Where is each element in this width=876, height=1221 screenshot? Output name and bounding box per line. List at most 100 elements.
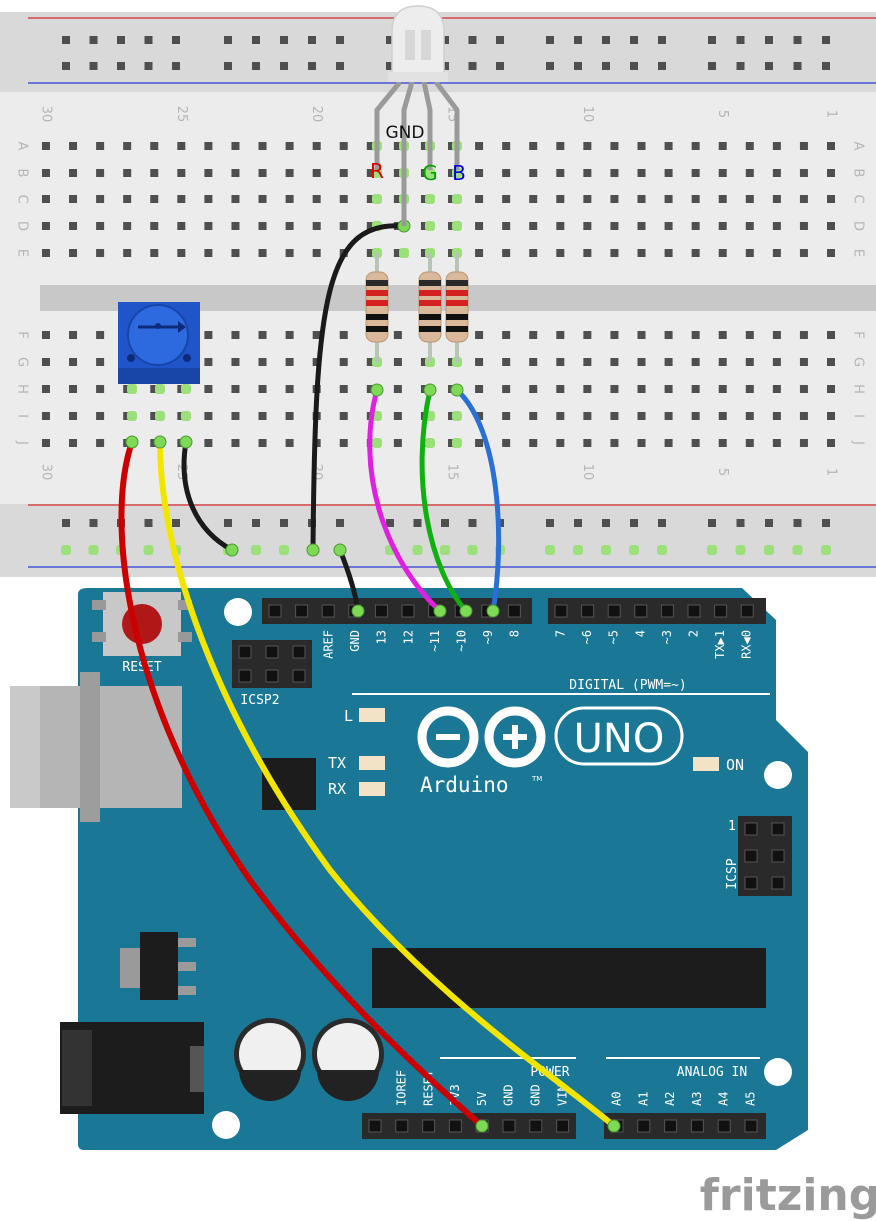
power-pin[interactable] [448,1119,462,1133]
bb-hole [799,195,808,203]
icsp2-pin[interactable] [238,645,252,659]
digital-pin[interactable] [401,604,415,618]
rail-hole-connected [629,545,639,555]
analog-pin[interactable] [744,1119,758,1133]
bb-hole [637,385,646,393]
digital-pin[interactable] [660,604,674,618]
bb-hole [285,222,294,230]
microcontroller-chip [372,948,766,1008]
bb-hole [772,331,781,339]
wire-black-pot[interactable] [181,439,235,553]
rail-hole [574,519,582,527]
bb-hole [231,385,240,393]
rail-hole [441,36,449,44]
row-letter: D [15,221,30,231]
icsp2-pin[interactable] [292,669,306,683]
pin-label: GND [529,1084,543,1106]
icsp-pin[interactable] [771,849,785,863]
bb-hole [556,142,565,150]
digital-pin[interactable] [295,604,309,618]
rail-hole [89,36,98,44]
column-number-top: 1 [824,110,839,118]
wire-red[interactable] [118,439,485,1129]
bb-hole [556,439,565,447]
icsp2-pin[interactable] [238,669,252,683]
row-letter: G [15,357,30,367]
bb-hole [312,142,321,150]
reset-button[interactable] [122,604,162,644]
bb-hole [827,222,835,230]
icsp2-pin[interactable] [265,645,279,659]
analog-pin[interactable] [690,1119,704,1133]
icsp-pin[interactable] [744,822,758,836]
icsp-pin[interactable] [744,876,758,890]
icsp-label: ICSP [725,858,740,889]
icsp2-pin[interactable] [292,645,306,659]
wire-black-gnd[interactable] [310,223,407,553]
wire-end [351,604,365,618]
wire-yellow[interactable] [157,439,617,1129]
bb-hole [258,331,267,339]
wire-green[interactable] [419,387,469,614]
power-pin[interactable] [395,1119,409,1133]
icsp-pin[interactable] [771,876,785,890]
rail-hole-connected [764,545,774,555]
power-pin[interactable] [556,1119,570,1133]
column-number-bottom: 15 [445,464,460,481]
bb-hole [583,331,592,339]
digital-pin[interactable] [634,604,648,618]
icsp-pin[interactable] [771,822,785,836]
digital-pin[interactable] [607,604,621,618]
rail-hole [144,36,153,44]
power-pin[interactable] [422,1119,436,1133]
pin-label: ~11 [428,630,442,652]
rail-hole [336,519,344,527]
digital-pin[interactable] [687,604,701,618]
power-pin[interactable] [502,1119,516,1133]
bb-hole [204,331,213,339]
digital-pin[interactable] [581,604,595,618]
rail-hole [708,62,716,70]
digital-pin[interactable] [740,604,754,618]
digital-pin[interactable] [714,604,728,618]
row-letter: I [15,414,30,418]
rail-hole [736,62,745,70]
rail-hole [386,62,394,70]
bb-hole [475,412,484,420]
bb-hole [745,195,754,203]
rail-hole [822,36,830,44]
icsp2-pin[interactable] [265,669,279,683]
capacitor-1 [234,1018,306,1101]
icsp-pin[interactable] [744,849,758,863]
analog-pin[interactable] [664,1119,678,1133]
bb-hole [420,169,429,177]
rail-hole-connected [88,545,99,555]
digital-pin[interactable] [268,604,282,618]
power-pin[interactable] [368,1119,382,1133]
bb-hole [366,142,375,150]
potentiometer[interactable] [118,302,200,384]
bb-hole [664,385,673,393]
digital-pin[interactable] [374,604,388,618]
resistor [418,271,442,343]
row-letter: C [15,194,30,203]
rail-hole [708,36,716,44]
bb-hole [718,439,727,447]
wire-blue[interactable] [454,387,502,614]
row-letter: D [851,221,866,231]
digital-pin[interactable] [321,604,335,618]
bb-hole-connected [425,221,435,231]
power-pin[interactable] [529,1119,543,1133]
rail-hole [386,519,394,527]
analog-pin[interactable] [637,1119,651,1133]
on-label: ON [726,756,744,774]
digital-pin[interactable] [507,604,521,618]
bb-hole [583,385,592,393]
bb-hole [718,169,727,177]
wire-magenta[interactable] [367,387,443,614]
digital-pin[interactable] [554,604,568,618]
bb-hole [475,385,484,393]
bb-hole [583,412,592,420]
analog-pin[interactable] [717,1119,731,1133]
rail-hole-connected [279,545,289,555]
